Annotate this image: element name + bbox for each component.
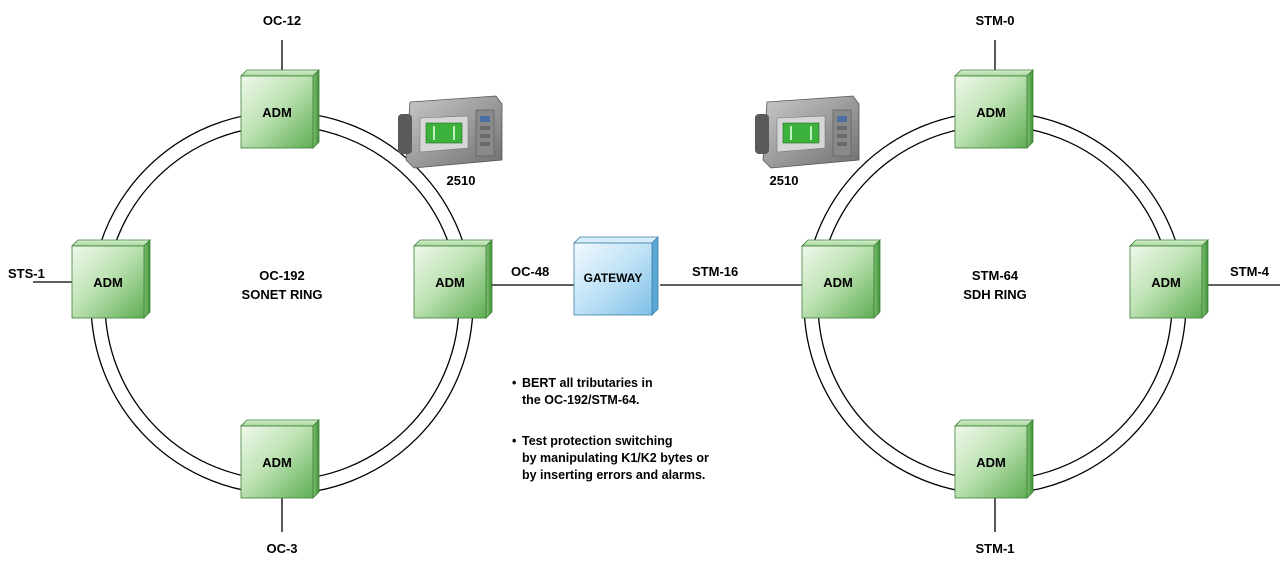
- oc12-label: OC-12: [263, 13, 301, 28]
- sdh-adm-top-label: ADM: [976, 105, 1006, 120]
- gateway-label: GATEWAY: [584, 271, 643, 285]
- sonet-adm-right-label: ADM: [435, 275, 465, 290]
- note-bullet-2: •: [512, 434, 516, 448]
- oc3-label: OC-3: [266, 541, 297, 556]
- note-1-line-1: BERT all tributaries in: [522, 376, 653, 390]
- sonet-ring-title: OC-192: [259, 268, 305, 283]
- stm4-label: STM-4: [1230, 264, 1270, 279]
- sonet-adm-top-label: ADM: [262, 105, 292, 120]
- sonet-adm-left-label: ADM: [93, 275, 123, 290]
- note-2-line-2: by manipulating K1/K2 bytes or: [522, 451, 709, 465]
- sonet-test-set-label: 2510: [447, 173, 476, 188]
- sonet-adm-bottom-label: ADM: [262, 455, 292, 470]
- sdh-ring: ADM ADM ADM ADM STM-0 STM-4 STM-1 STM-64…: [755, 13, 1280, 556]
- sdh-adm-top[interactable]: ADM: [954, 69, 1034, 149]
- sdh-adm-bottom-label: ADM: [976, 455, 1006, 470]
- sdh-adm-right-label: ADM: [1151, 275, 1181, 290]
- oc48-label: OC-48: [511, 264, 549, 279]
- stm1-label: STM-1: [976, 541, 1015, 556]
- sonet-test-set-icon: [398, 95, 503, 169]
- sdh-adm-bottom[interactable]: ADM: [954, 419, 1034, 499]
- stm0-label: STM-0: [976, 13, 1015, 28]
- sdh-adm-right[interactable]: ADM: [1129, 239, 1209, 319]
- sonet-ring-subtitle: SONET RING: [242, 287, 323, 302]
- note-1-line-2: the OC-192/STM-64.: [522, 393, 639, 407]
- sonet-adm-bottom[interactable]: ADM: [240, 419, 320, 499]
- sdh-adm-left[interactable]: ADM: [801, 239, 881, 319]
- sonet-adm-right[interactable]: ADM: [413, 239, 493, 319]
- gateway-link: OC-48 STM-16 GATEWAY: [492, 236, 808, 316]
- sonet-adm-left[interactable]: ADM: [71, 239, 151, 319]
- sonet-adm-top[interactable]: ADM: [240, 69, 320, 149]
- gateway-node[interactable]: GATEWAY: [573, 236, 659, 316]
- stm16-label: STM-16: [692, 264, 738, 279]
- sts1-label: STS-1: [8, 266, 45, 281]
- test-notes: • BERT all tributaries in the OC-192/STM…: [512, 376, 709, 482]
- sdh-test-set-label: 2510: [770, 173, 799, 188]
- sdh-ring-title: STM-64: [972, 268, 1019, 283]
- note-2-line-3: by inserting errors and alarms.: [522, 468, 705, 482]
- note-bullet-1: •: [512, 376, 516, 390]
- note-2-line-1: Test protection switching: [522, 434, 672, 448]
- sdh-adm-left-label: ADM: [823, 275, 853, 290]
- sdh-ring-subtitle: SDH RING: [963, 287, 1027, 302]
- sonet-ring: ADM ADM ADM ADM OC-12 STS-1 OC-3 OC-192 …: [8, 13, 503, 556]
- sdh-test-set-icon: [755, 95, 860, 169]
